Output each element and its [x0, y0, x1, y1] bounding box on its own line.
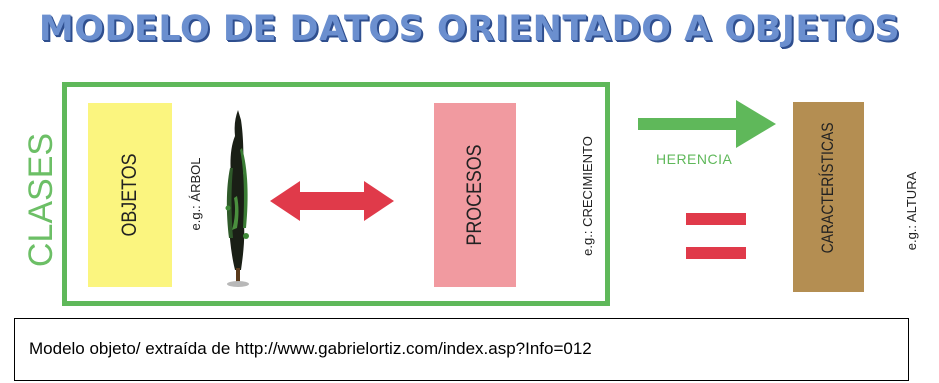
tree-icon	[225, 110, 249, 287]
caracteristicas-label: CARACTERÍSTICAS	[818, 122, 837, 254]
procesos-label: PROCESOS	[463, 144, 486, 246]
caption-box: Modelo objeto/ extraída de http://www.ga…	[14, 318, 909, 381]
caption-text: Modelo objeto/ extraída de http://www.ga…	[29, 339, 592, 358]
caracteristicas-box	[793, 102, 864, 292]
procesos-example: e.g.: CRECIMIENTO	[580, 136, 595, 256]
objetos-label: OBJETOS	[118, 153, 141, 237]
procesos-box	[434, 103, 516, 287]
double-arrow-icon	[270, 181, 394, 221]
objetos-box	[88, 103, 172, 287]
right-arrow-icon	[638, 100, 776, 148]
page-title: MODELO DE DATOS ORIENTADO A OBJETOS	[38, 9, 901, 49]
objetos-example: e.g.: ÁRBOL	[188, 157, 203, 231]
equals-icon	[686, 213, 746, 259]
herencia-label: HERENCIA	[656, 151, 733, 167]
classes-frame	[62, 82, 610, 306]
caracteristicas-example: e.g.: ALTURA	[904, 171, 919, 251]
clases-label: CLASES	[22, 132, 60, 268]
